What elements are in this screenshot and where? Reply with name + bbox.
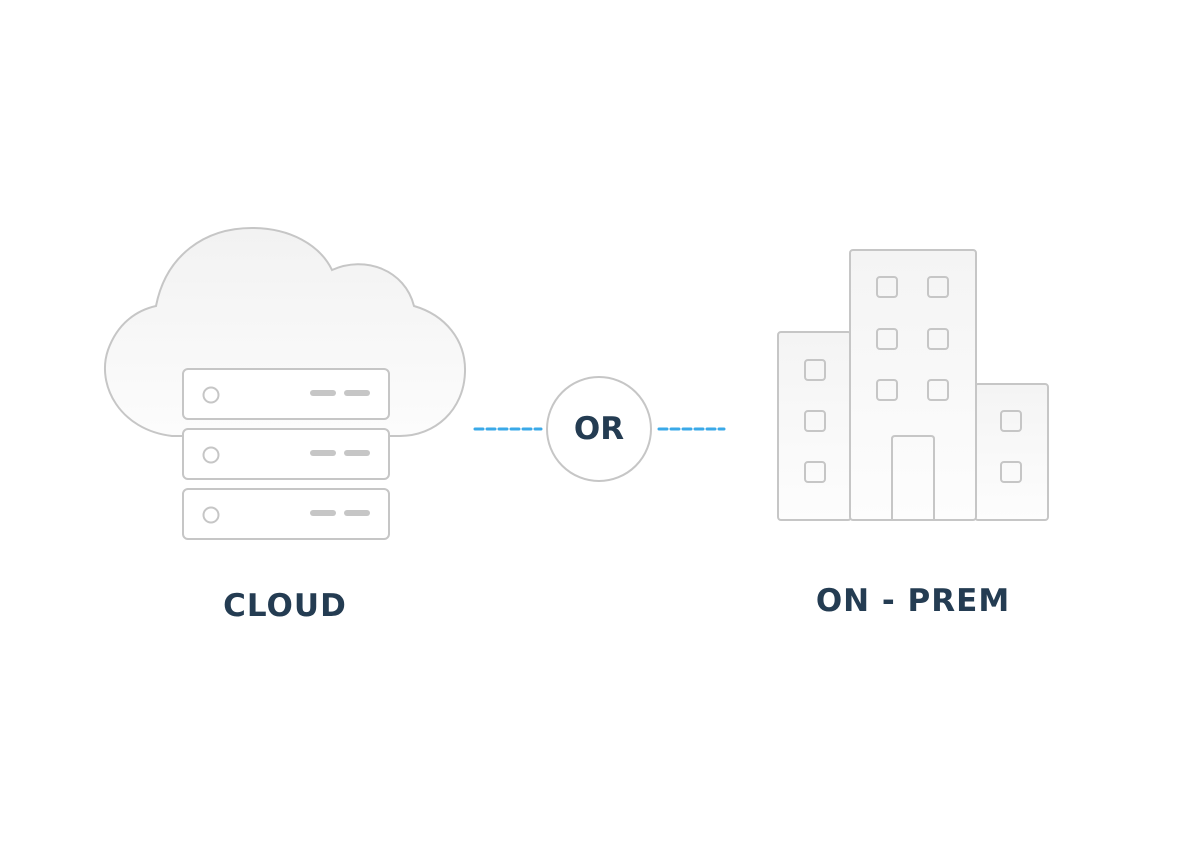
cloud-label: CLOUD xyxy=(223,588,347,624)
server-unit xyxy=(182,488,390,540)
server-unit xyxy=(182,428,390,480)
on-prem-label: ON - PREM xyxy=(815,583,1011,619)
office-buildings-icon xyxy=(777,249,1049,521)
or-label: OR xyxy=(573,411,625,447)
building-center xyxy=(849,249,977,521)
door xyxy=(891,435,935,520)
server-stack-icon xyxy=(182,368,390,540)
server-unit xyxy=(182,368,390,420)
or-circle xyxy=(546,376,652,482)
building-right xyxy=(974,383,1049,521)
